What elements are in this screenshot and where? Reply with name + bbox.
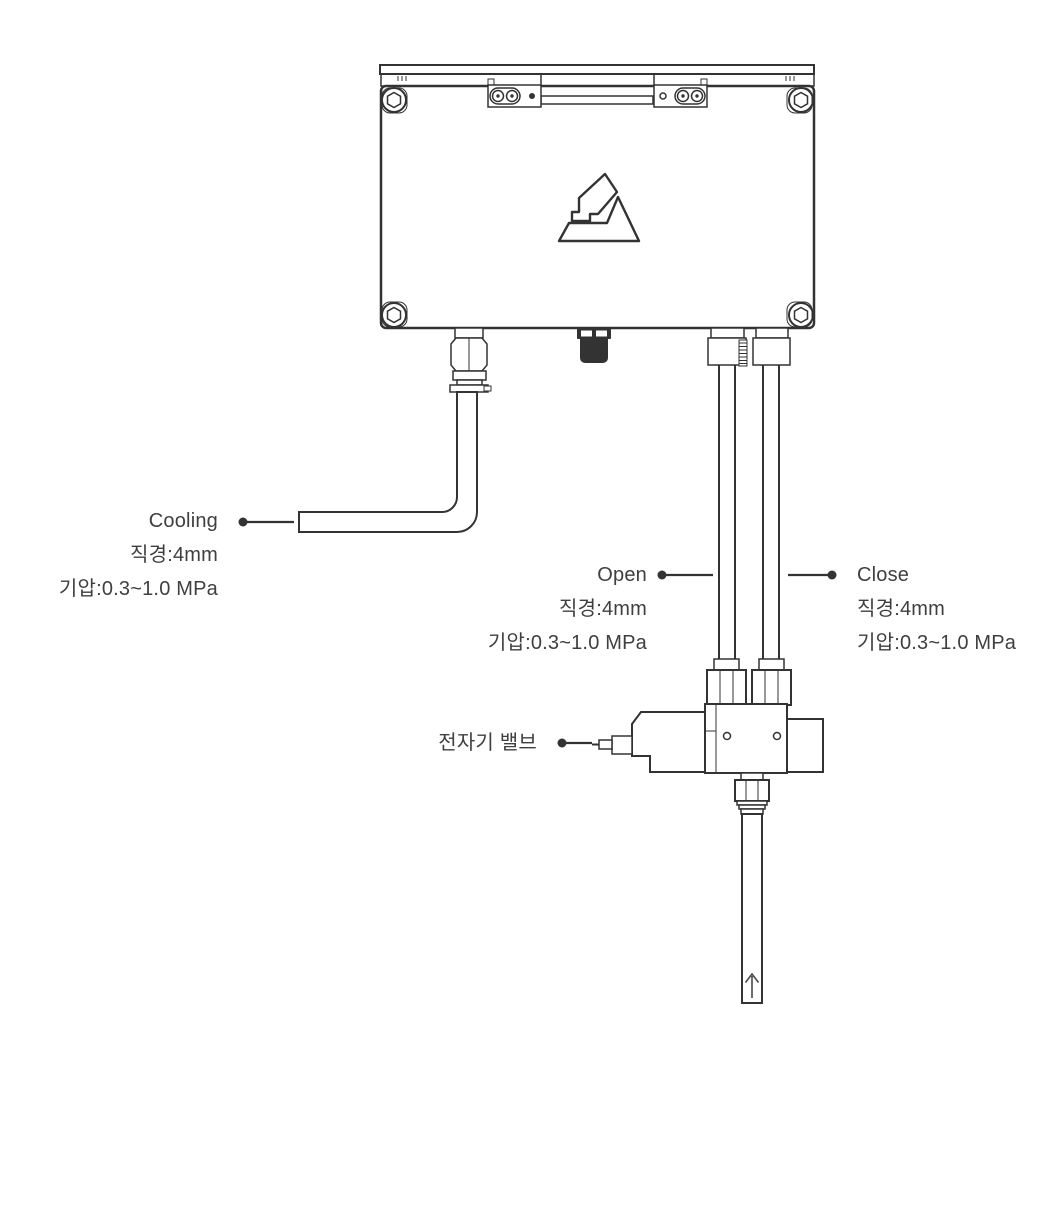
open-pressure: 기압:0.3~1.0 MPa [487,632,647,654]
set-screw [738,339,748,367]
connector-port-icon [674,87,706,105]
solenoid-valve [592,658,824,815]
outlet-tube [741,813,763,1004]
close-diameter: 직경:4mm [857,598,945,620]
valve-body [704,703,788,774]
close-pressure: 기압:0.3~1.0 MPa [857,632,1017,654]
right-rail-bracket [653,78,708,108]
valve-open-port-fitting [706,658,747,706]
cooling-label: Cooling 직경:4mm 기압:0.3~1.0 MPa [59,504,218,606]
solenoid-pin [598,739,613,750]
close-label: Close 직경:4mm 기압:0.3~1.0 MPa [857,558,1016,660]
corner-screws [381,87,814,328]
valve-screw-icon [722,731,732,741]
outlet-fitting [734,772,770,815]
valve-close-port-fitting [751,658,792,706]
open-label: Open 직경:4mm 기압:0.3~1.0 MPa [488,558,647,660]
mounting-rail [379,64,815,87]
solenoid-coil [631,711,706,773]
cooling-fitting [449,327,492,393]
leader-lines [247,520,828,745]
cooling-tube [298,391,478,533]
control-box [379,78,816,330]
leader-dots [238,517,837,748]
cooling-title: Cooling [148,510,218,532]
cooling-diameter: 직경:4mm [130,544,218,566]
open-diameter: 직경:4mm [559,598,647,620]
open-title: Open [597,564,647,586]
close-fitting [752,327,791,366]
rail-center-bar [540,95,654,105]
cooling-pressure: 기압:0.3~1.0 MPa [58,578,218,600]
close-title: Close [857,564,910,586]
brand-logo-icon [557,172,641,243]
close-tube [762,359,780,663]
left-rail-bracket [487,78,542,108]
flow-direction-arrow-icon [744,972,760,998]
valve-side-block [786,718,824,773]
valve-screw-icon [772,731,782,741]
connector-port-icon [489,87,521,105]
open-tube [718,359,736,663]
power-connector [577,328,611,363]
solenoid-valve-label: 전자기 밸브 [438,732,537,754]
